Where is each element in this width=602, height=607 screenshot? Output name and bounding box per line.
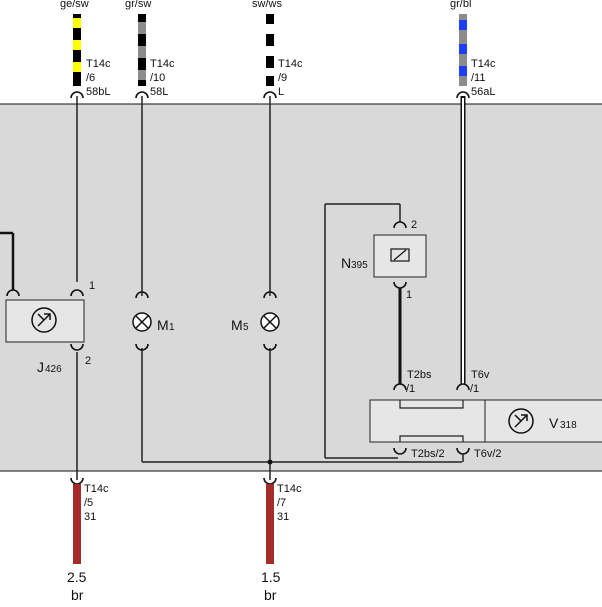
j426-pin-bottom: 2 (85, 355, 91, 367)
v318-box (369, 399, 602, 443)
bottom-pin-no-label-1: /5 (84, 497, 93, 509)
bottom-pin-no-label-2: /7 (277, 497, 286, 509)
t2bs-top-cup (393, 383, 407, 391)
n395-pin-top: 2 (411, 219, 417, 231)
n395-coil-slash (393, 249, 407, 261)
terminal-label-1: 58bL (86, 86, 110, 98)
j426-sensor-icon (31, 307, 57, 333)
m5-bottom-cup (263, 343, 277, 351)
m5-top-cup (263, 291, 277, 299)
n395-letter: N (341, 255, 351, 271)
j426-pin2-cup (70, 343, 84, 351)
junction-dot (267, 459, 273, 465)
j426-letter: J (37, 359, 44, 375)
m5-lamp-cross (263, 315, 277, 329)
n395-sub: 395 (351, 260, 368, 271)
t6v-top-pin: /1 (470, 383, 479, 395)
pin-no-label-3: /9 (278, 72, 287, 84)
v318-motor-icon (508, 408, 534, 434)
wire-stripe-ge-sw (73, 14, 81, 86)
bottom-pin-label-1: T14c (84, 483, 109, 495)
t2bs-top-pin: /1 (406, 383, 415, 395)
j426-sub: 426 (45, 364, 62, 375)
j426-pin-top: 1 (89, 280, 95, 292)
wire-stripe-gr-bl (459, 14, 467, 86)
m1-lamp-cross (135, 315, 149, 329)
n395-pin2-cup (393, 221, 407, 229)
v318-inner-lower (399, 435, 464, 442)
t6v-top-cup (456, 383, 470, 391)
j426-pin1-cup (70, 289, 84, 297)
wire-color-label-4: gr/bl (450, 0, 471, 10)
pin-label-1: T14c (86, 58, 111, 70)
bottom-terminal-label-2: 31 (277, 511, 289, 523)
wire-color-label-3: sw/ws (252, 0, 282, 10)
m1-bottom-cup (135, 343, 149, 351)
bottom-gauge-label-1: 2.5 (67, 569, 87, 585)
j426-sensor-arrow (37, 313, 51, 327)
pin-no-label-4: /11 (471, 72, 485, 84)
wire-stripe-br-2 (266, 484, 274, 564)
wire-color-label-2: gr/sw (125, 0, 151, 10)
m1-top-cup (135, 291, 149, 299)
wire-stripe-sw-ws (266, 14, 274, 86)
bottom-color-label-1: br (71, 587, 84, 603)
t6v-bottom-label: T6v/2 (474, 448, 502, 460)
j426-box (5, 299, 85, 343)
t2bs-bottom-label: T2bs/2 (411, 448, 445, 460)
pin-no-label-1: /6 (86, 72, 95, 84)
v318-motor-arrow (514, 414, 528, 428)
m5-sub: 5 (243, 322, 249, 333)
connector-cup-top-3 (263, 91, 277, 99)
n395-coil-icon (390, 248, 410, 262)
m5-letter: M (231, 317, 243, 333)
bottom-terminal-label-1: 31 (84, 511, 96, 523)
connector-cup-top-1 (70, 91, 84, 99)
v318-letter: V (549, 415, 559, 431)
pin-no-label-2: /10 (150, 72, 165, 84)
n395-box (373, 234, 427, 278)
connector-cup-top-2 (135, 91, 149, 99)
wire-color-label-1: ge/sw (60, 0, 89, 10)
j426-left-cup (6, 289, 20, 297)
wire-stripe-gr-sw (138, 14, 146, 86)
v318-inner-bracket (399, 400, 464, 409)
bottom-gauge-label-2: 1.5 (261, 569, 281, 585)
pin-label-2: T14c (150, 58, 175, 70)
bottom-pin-label-2: T14c (277, 483, 302, 495)
terminal-label-3: L (278, 86, 284, 98)
pin-label-4: T14c (471, 58, 496, 70)
t2bs-top-label: T2bs (407, 369, 432, 381)
pin-label-3: T14c (278, 58, 303, 70)
v318-sub: 318 (560, 420, 577, 431)
bottom-color-label-2: br (264, 587, 277, 603)
t6v-top-label: T6v (471, 369, 490, 381)
wire-stripe-br-1 (73, 484, 81, 564)
n395-pin-bottom: 1 (406, 289, 412, 301)
terminal-label-2: 58L (150, 86, 168, 98)
t2bs-bottom-cup (393, 447, 407, 455)
connector-cup-top-4 (456, 91, 470, 99)
m1-letter: M (157, 317, 169, 333)
terminal-label-4: 56aL (471, 86, 495, 98)
m1-sub: 1 (169, 322, 175, 333)
